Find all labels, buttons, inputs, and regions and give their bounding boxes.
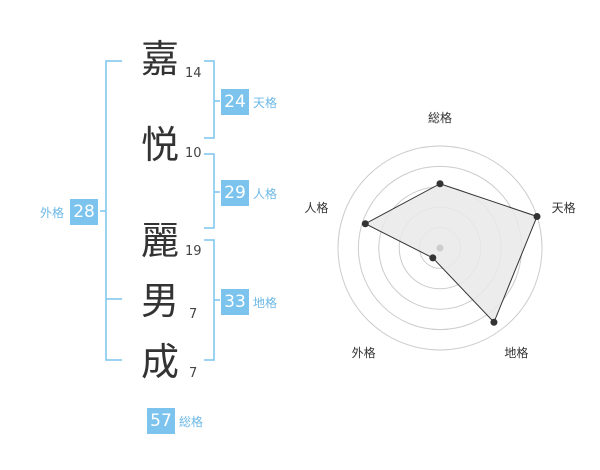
chikaku-badge: 33 地格: [221, 289, 277, 315]
chikaku-value: 33: [221, 289, 249, 315]
tenkaku-label: 天格: [253, 95, 278, 110]
radar-point-3: [490, 318, 498, 326]
name-char-1: 嘉: [141, 37, 180, 81]
soukaku-value: 57: [147, 408, 175, 434]
gaikaku-value: 28: [70, 199, 99, 225]
stroke-count-1: 14: [185, 66, 202, 81]
name-char-3: 麗: [141, 219, 180, 263]
radar-point-2: [533, 212, 541, 220]
jinkaku-badge: 29 人格: [221, 180, 277, 206]
stroke-count-5: 7: [189, 366, 198, 381]
chikaku-label: 地格: [253, 295, 278, 310]
name-char-2: 悦: [141, 123, 180, 167]
tenkaku-value: 24: [221, 89, 249, 115]
stroke-count-3: 19: [185, 244, 202, 259]
jinkaku-label: 人格: [253, 186, 278, 201]
radar-point-1: [436, 180, 444, 188]
tenkaku-badge: 24 天格: [221, 89, 277, 115]
radar-axis-label-4: 外格: [352, 345, 376, 360]
gaikaku-label: 外格: [40, 205, 65, 220]
radar-axis-label-5: 人格: [304, 200, 328, 215]
radar-series-area: [364, 183, 538, 324]
name-char-4: 男: [141, 279, 180, 323]
soukaku-label: 総格: [179, 414, 204, 429]
gaikaku-badge: 28 外格: [40, 199, 99, 225]
name-char-5: 成: [141, 340, 180, 384]
stroke-count-2: 10: [185, 146, 202, 161]
radar-point-5: [361, 220, 369, 228]
radar-axis-label-3: 地格: [504, 345, 528, 360]
radar-grid-ring: [337, 145, 543, 351]
stroke-count-4: 7: [189, 307, 198, 322]
radar-point-4: [429, 254, 437, 262]
radar-axis-label-1: 総格: [428, 110, 452, 125]
radar-center-dot: [436, 244, 444, 252]
jinkaku-value: 29: [221, 180, 249, 206]
soukaku-badge: 57 総格: [147, 408, 203, 434]
radar-axis-label-2: 天格: [552, 200, 576, 215]
